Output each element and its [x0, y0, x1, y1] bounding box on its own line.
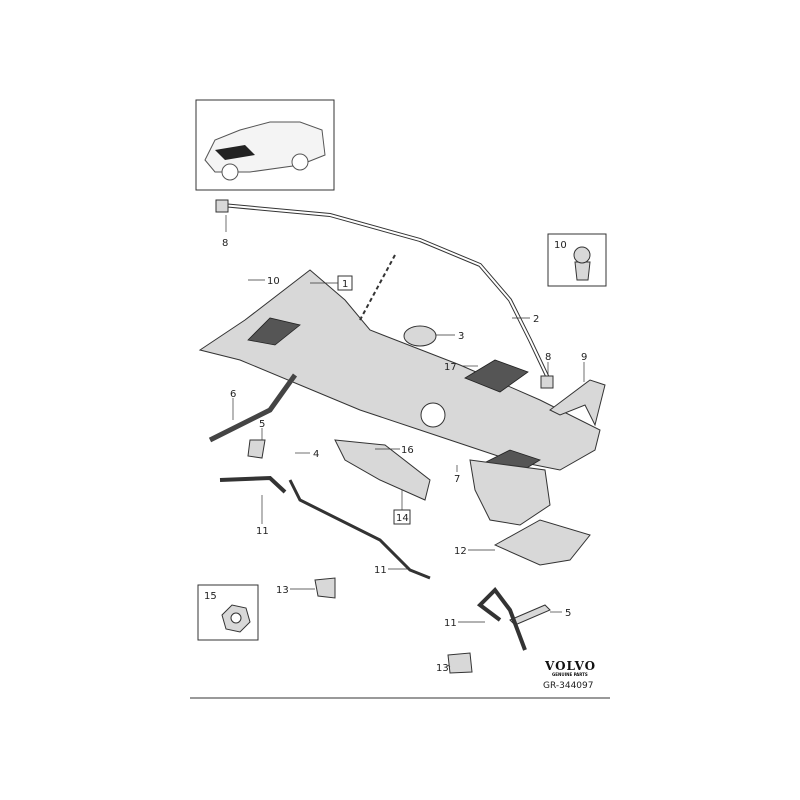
part-16-bracket	[334, 439, 431, 501]
part-14-label-box	[393, 509, 411, 525]
callout-13: 13	[436, 663, 449, 674]
callout-11: 11	[444, 618, 457, 629]
callout-6: 6	[230, 389, 236, 400]
part-13-nut	[314, 577, 336, 599]
callout-16: 16	[401, 445, 414, 456]
callout-4: 4	[313, 449, 319, 460]
part-6-hose	[208, 373, 298, 443]
callout-7: 7	[454, 474, 460, 485]
callout-2: 2	[533, 314, 539, 325]
callout-11: 11	[256, 526, 269, 537]
part-11-rod	[288, 479, 431, 580]
car-thumbnail	[195, 99, 335, 191]
mesh-left	[247, 317, 301, 346]
volvo-logo: VOLVO	[544, 659, 596, 673]
drain-hole	[420, 402, 446, 428]
part-8-clip	[540, 375, 554, 389]
part-1-cowl-panel	[198, 269, 601, 471]
part-7-duct	[469, 459, 551, 526]
part-9-trim	[549, 379, 606, 427]
callout-3: 3	[458, 331, 464, 342]
part-1-label-box	[337, 275, 353, 291]
callout-5: 5	[565, 608, 571, 619]
part-11-bracket	[219, 475, 287, 494]
part-12-bracket	[493, 519, 591, 566]
callout-13: 13	[276, 585, 289, 596]
callout-17: 17	[444, 362, 457, 373]
callout-10: 10	[554, 240, 567, 251]
callout-8: 8	[222, 238, 228, 249]
part-11-clip	[476, 586, 527, 651]
callout-15: 15	[204, 591, 217, 602]
part-17-mesh-right	[464, 359, 529, 393]
callout-11: 11	[374, 565, 387, 576]
part-13-nut	[447, 652, 473, 674]
drawing-number: GR-344097	[543, 681, 593, 691]
callout-1: 1	[342, 279, 348, 290]
part-3-cover	[403, 325, 437, 347]
callout-10: 10	[267, 276, 280, 287]
part-8-clip	[215, 199, 229, 213]
callout-9: 9	[581, 352, 587, 363]
logo-tagline: GENUINE PARTS	[552, 672, 588, 677]
callout-8: 8	[545, 352, 551, 363]
callout-14: 14	[396, 513, 409, 524]
callout-12: 12	[454, 546, 467, 557]
part-5-pad	[247, 439, 266, 459]
callout-5: 5	[259, 419, 265, 430]
